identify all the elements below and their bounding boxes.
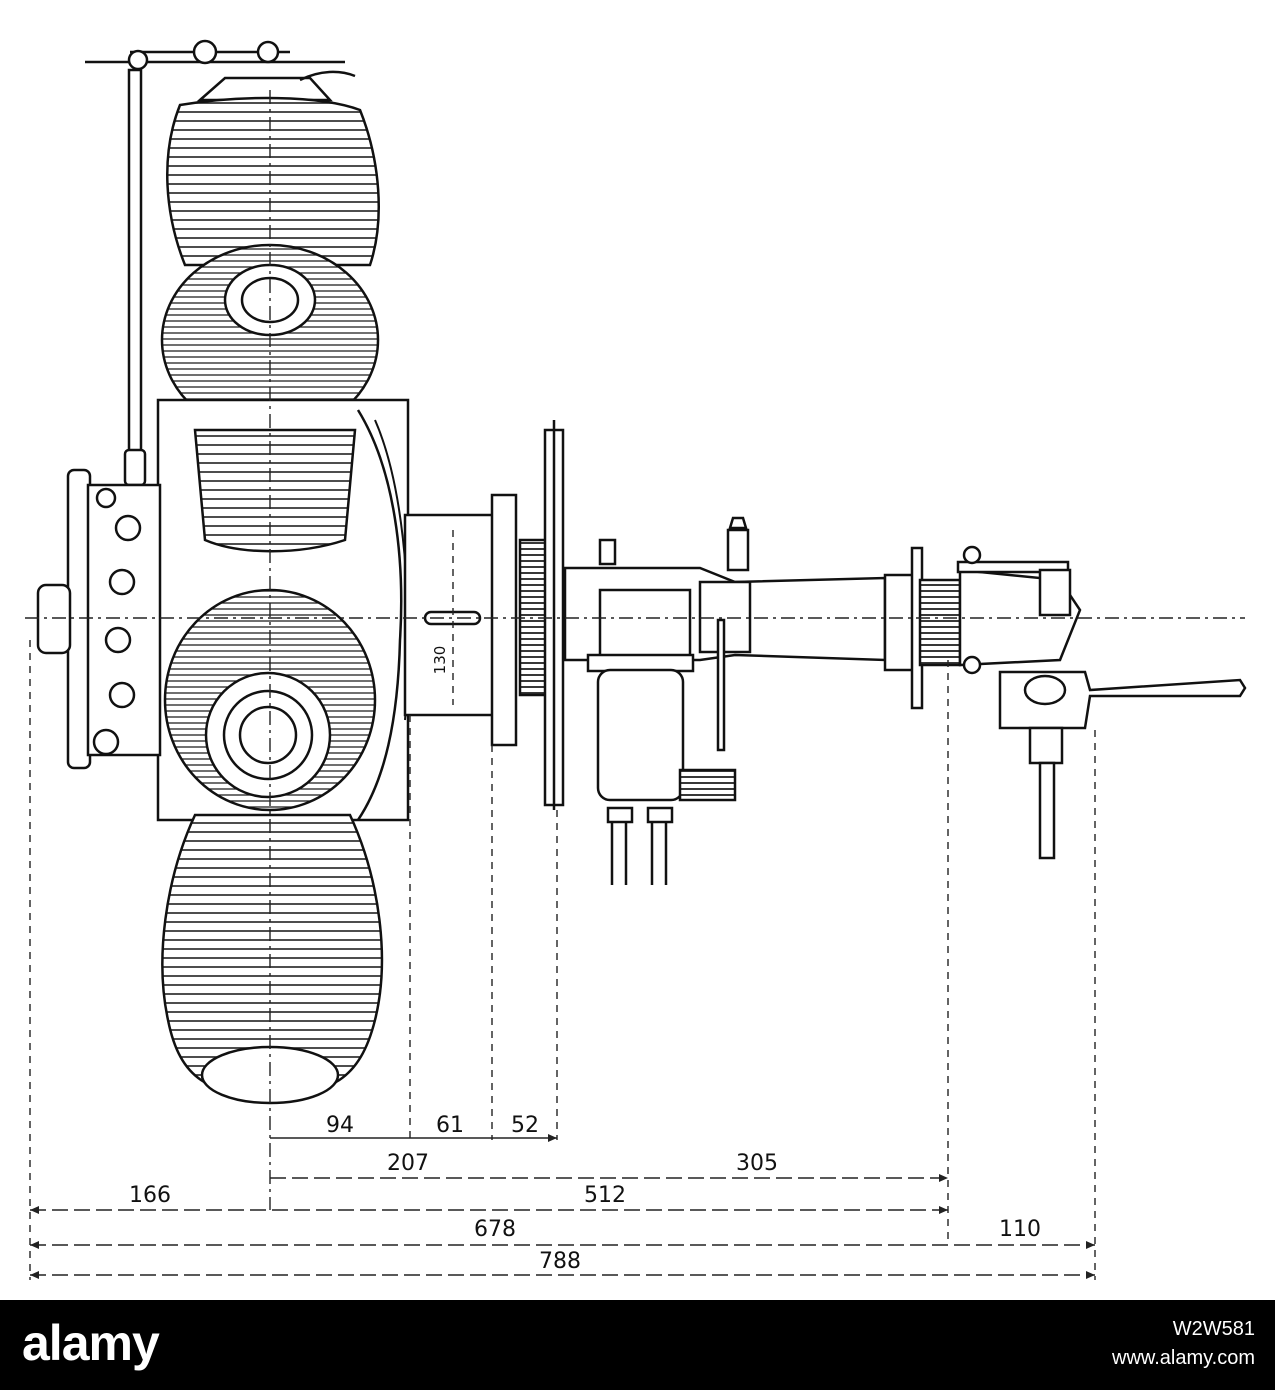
dim-label-61: 61	[436, 1113, 464, 1138]
push-rod	[123, 68, 147, 487]
shaft-housing	[403, 513, 497, 717]
stock-footer-bar: alamy W2W581 www.alamy.com	[0, 1300, 1275, 1390]
dim-label-512: 512	[584, 1183, 626, 1208]
valve-rocker-gear	[85, 39, 356, 102]
image-id: W2W581	[1172, 1318, 1255, 1340]
dimension-arrows	[30, 1134, 1095, 1279]
cylinder-top	[166, 96, 380, 267]
drive-flanges	[490, 420, 565, 810]
dim-label-305: 305	[736, 1151, 778, 1176]
extension-lines	[29, 530, 1096, 1280]
dimension-lines	[30, 1137, 1095, 1276]
dim-label-52: 52	[511, 1113, 539, 1138]
site-url: www.alamy.com	[1112, 1347, 1255, 1369]
alamy-logo: alamy	[22, 1315, 160, 1371]
center-lines	[25, 90, 1245, 1210]
dim-label-166: 166	[129, 1183, 171, 1208]
dim-label-207: 207	[387, 1151, 429, 1176]
rear-cover-plate	[36, 468, 162, 770]
dim-label-678: 678	[474, 1217, 516, 1242]
dim-label-94: 94	[326, 1113, 354, 1138]
cylinder-inner	[193, 428, 357, 553]
cylinder-head-front	[163, 588, 377, 812]
dim-label-130: 130	[431, 646, 449, 675]
dim-label-110: 110	[999, 1217, 1041, 1242]
engine-drawing: 94 61 52 207 305 166 512 678 110 788 130	[25, 39, 1247, 1280]
engine-side-elevation: 94 61 52 207 305 166 512 678 110 788 130	[25, 39, 1247, 1280]
forward-shaft	[883, 545, 1247, 860]
intake-assembly	[563, 516, 887, 885]
dim-label-788: 788	[539, 1249, 581, 1274]
